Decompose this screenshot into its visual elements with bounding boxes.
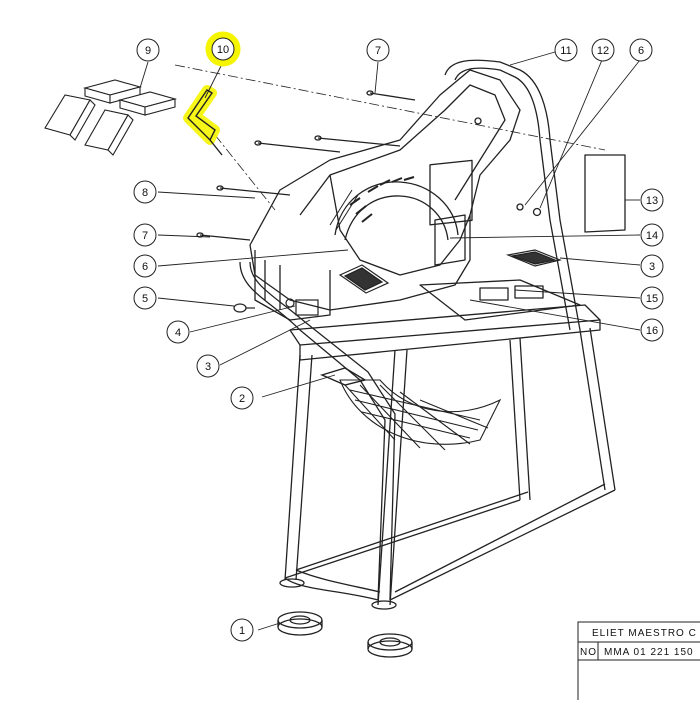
svg-text:3: 3 bbox=[649, 261, 655, 273]
callout-12: 12 bbox=[591, 38, 615, 62]
svg-text:1: 1 bbox=[239, 625, 245, 637]
svg-text:6: 6 bbox=[638, 45, 644, 57]
feet-rings bbox=[277, 611, 413, 658]
svg-text:5: 5 bbox=[142, 293, 148, 305]
small-parts bbox=[233, 249, 562, 316]
callout-16: 16 bbox=[640, 318, 664, 342]
svg-text:15: 15 bbox=[646, 293, 658, 305]
svg-text:7: 7 bbox=[142, 230, 148, 242]
handle-part-10 bbox=[183, 85, 223, 156]
svg-text:7: 7 bbox=[375, 45, 381, 57]
title-block-no-label: NO bbox=[580, 647, 597, 658]
callout-3-right: 3 bbox=[640, 254, 664, 278]
svg-text:4: 4 bbox=[175, 327, 181, 339]
svg-text:16: 16 bbox=[646, 325, 658, 337]
callout-6-left: 6 bbox=[133, 254, 157, 278]
callout-2: 2 bbox=[230, 386, 254, 410]
svg-text:3: 3 bbox=[205, 361, 211, 373]
callouts: 9 10 7 11 12 6 8 13 7 14 6 3 5 15 4 16 3… bbox=[133, 31, 664, 642]
svg-text:8: 8 bbox=[142, 187, 148, 199]
svg-text:6: 6 bbox=[142, 261, 148, 273]
svg-text:11: 11 bbox=[560, 45, 571, 57]
svg-text:10: 10 bbox=[217, 44, 229, 56]
callout-9: 9 bbox=[136, 38, 160, 62]
callout-15: 15 bbox=[640, 286, 664, 310]
callout-10: 10 bbox=[205, 31, 241, 67]
title-block-number: MMA 01 221 150 bbox=[604, 647, 694, 658]
svg-text:14: 14 bbox=[646, 230, 658, 242]
callout-7-left: 7 bbox=[133, 223, 157, 247]
title-block-title: ELIET MAESTRO C bbox=[592, 628, 697, 639]
callout-1: 1 bbox=[230, 618, 254, 642]
callout-3-left: 3 bbox=[196, 354, 220, 378]
title-block: ELIET MAESTRO C NO MMA 01 221 150 bbox=[577, 621, 700, 700]
assembly-lines bbox=[174, 64, 606, 211]
net-cradle bbox=[319, 367, 502, 451]
bolts bbox=[196, 90, 542, 241]
callout-6-top: 6 bbox=[629, 38, 653, 62]
callout-14: 14 bbox=[640, 223, 664, 247]
callout-8: 8 bbox=[133, 180, 157, 204]
svg-text:9: 9 bbox=[145, 45, 151, 57]
svg-text:13: 13 bbox=[646, 195, 658, 207]
leader-lines bbox=[139, 51, 641, 631]
svg-text:2: 2 bbox=[239, 393, 245, 405]
callout-13: 13 bbox=[640, 188, 664, 212]
stand-frame bbox=[239, 59, 626, 610]
callout-4: 4 bbox=[166, 320, 190, 344]
callout-11: 11 bbox=[554, 38, 578, 62]
svg-text:12: 12 bbox=[597, 45, 609, 57]
callout-5: 5 bbox=[133, 286, 157, 310]
callout-7-top: 7 bbox=[366, 38, 390, 62]
wooden-blocks bbox=[44, 79, 178, 156]
